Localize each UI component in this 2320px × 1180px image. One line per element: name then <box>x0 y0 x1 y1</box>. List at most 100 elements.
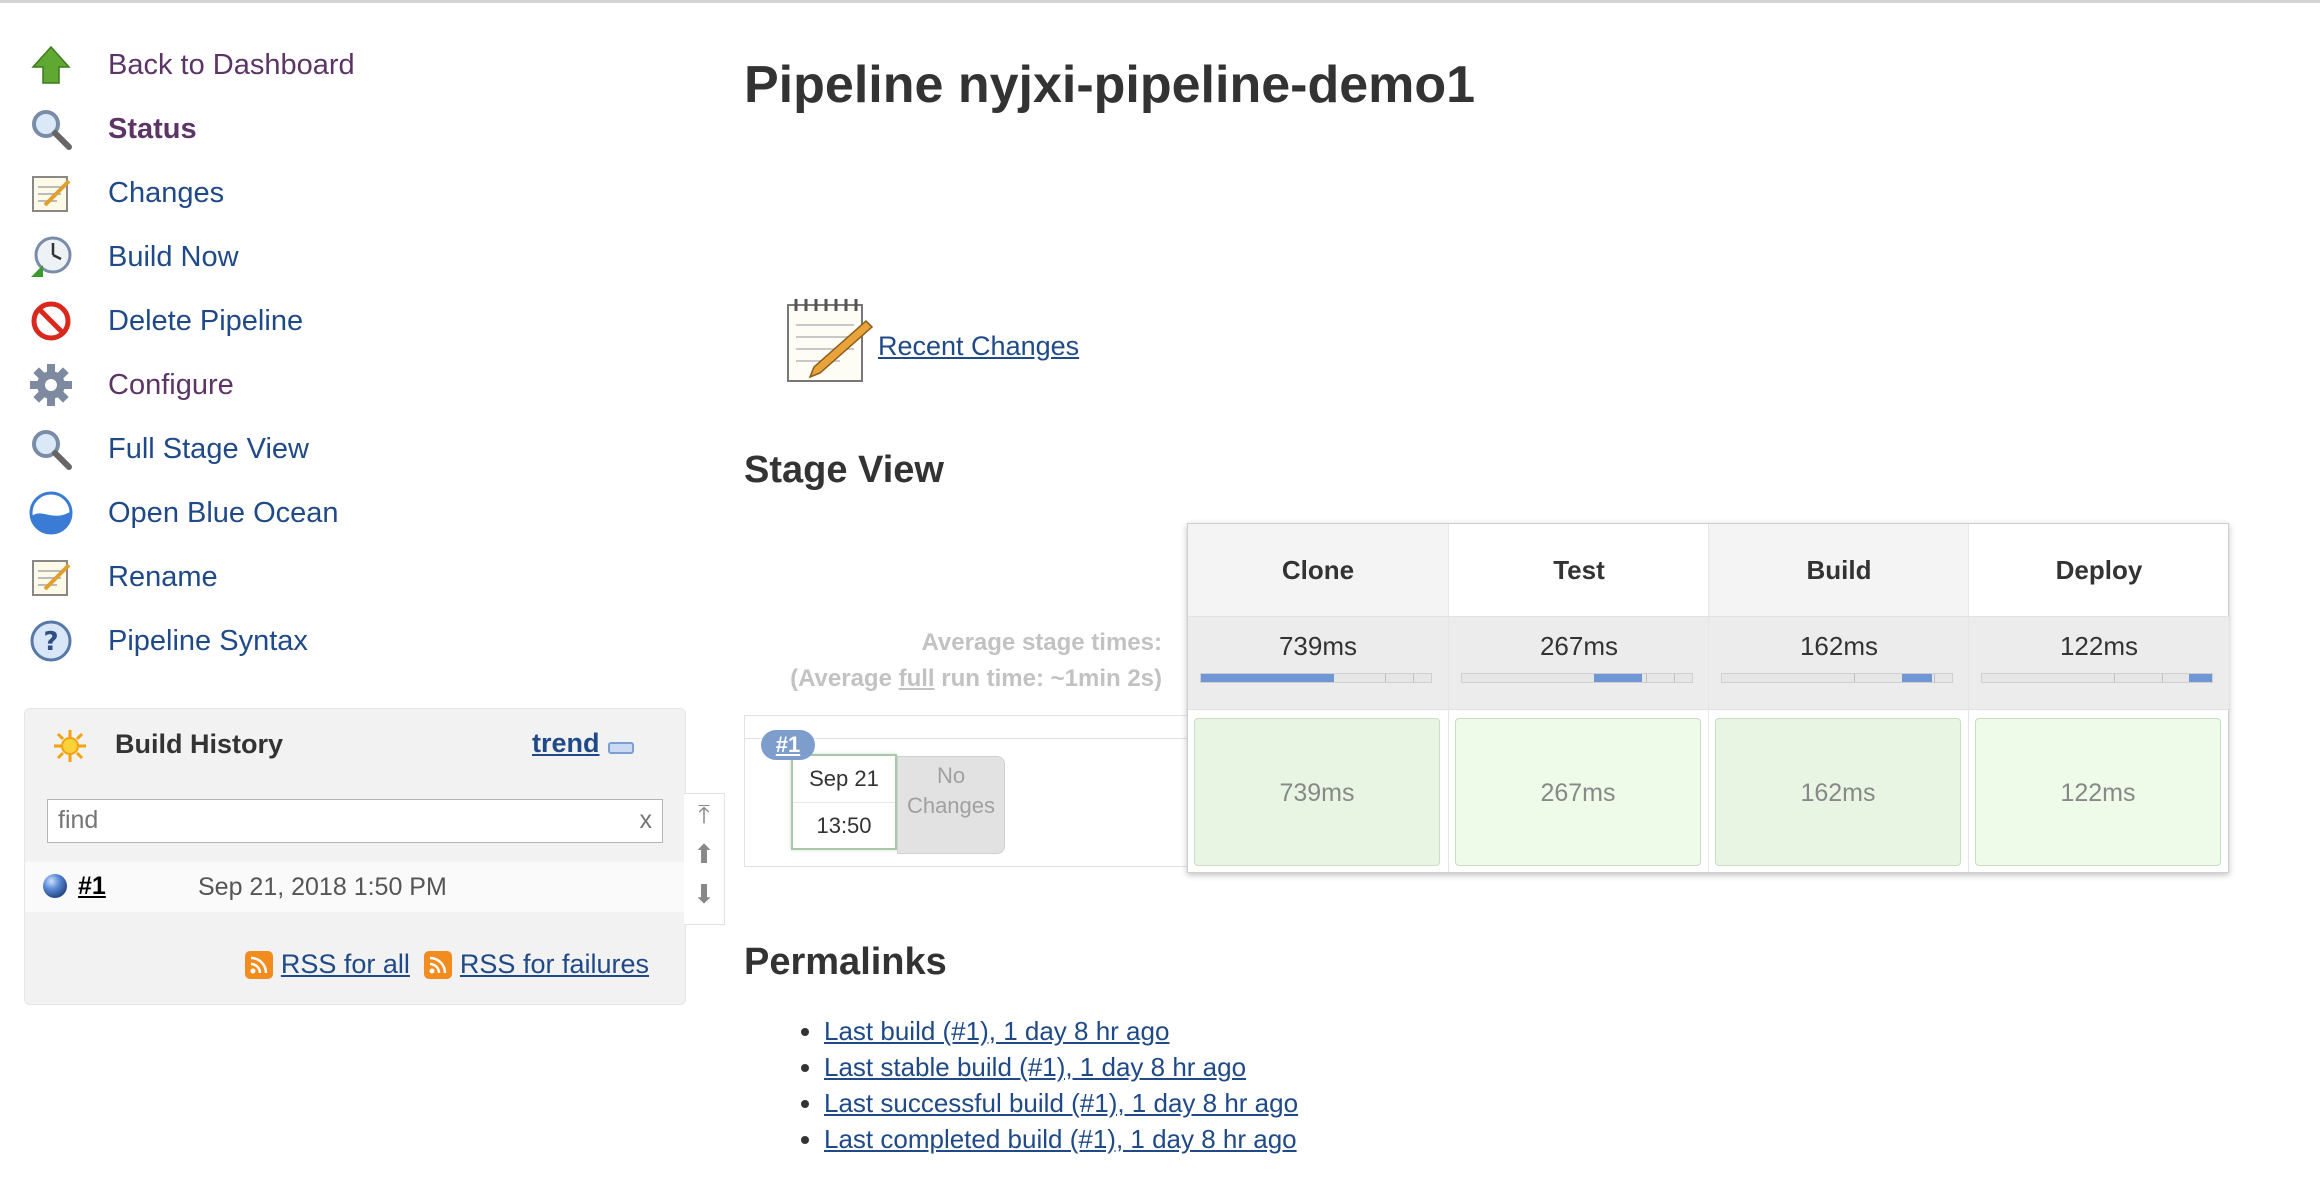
recent-changes: Recent Changes <box>780 291 1079 392</box>
stage-avg-time: 739ms <box>1278 631 1358 661</box>
stage-avg-time: 162ms <box>1799 631 1879 661</box>
sidebar-item-rename[interactable]: Rename <box>24 545 684 609</box>
notepad-icon[interactable] <box>780 291 876 392</box>
clock-icon <box>24 230 78 284</box>
trend-link[interactable]: trend <box>532 728 600 758</box>
sidebar-item-label: Full Stage View <box>108 432 309 465</box>
no-entry-icon <box>24 294 78 348</box>
stage-avg-time: 122ms <box>2059 631 2139 661</box>
sidebar-item-pipeline-syntax[interactable]: ? Pipeline Syntax <box>24 609 684 673</box>
avg-full-run-time: (Average full run time: ~1min 2s) <box>790 665 1162 692</box>
run-date: Sep 21 <box>793 756 895 803</box>
build-history-header: Build History trend <box>25 709 685 779</box>
sun-icon <box>53 729 87 768</box>
collapse-icon[interactable] <box>608 742 634 754</box>
stage-column-test: Test 267ms 267ms <box>1448 524 1709 872</box>
build-status-ball-icon <box>43 874 67 898</box>
help-icon: ? <box>24 614 78 668</box>
permalinks-heading: Permalinks <box>744 941 947 983</box>
stage-column-clone: Clone 739ms 739ms <box>1188 524 1448 872</box>
stage-avg: 122ms <box>1969 617 2229 710</box>
blue-ocean-icon <box>24 486 78 540</box>
notepad-icon <box>24 166 78 220</box>
stage-avg-bar <box>1461 673 1693 683</box>
stage-column-deploy: Deploy 122ms 122ms <box>1968 524 2229 872</box>
permalink-item: Last stable build (#1), 1 day 8 hr ago <box>824 1049 1298 1085</box>
stage-header: Clone <box>1188 524 1448 617</box>
page-top-icon[interactable]: ⤒ <box>698 799 710 829</box>
stage-avg-bar <box>1721 673 1953 683</box>
sidebar-item-back-to-dashboard[interactable]: Back to Dashboard <box>24 33 684 97</box>
rss-links: RSS for all RSS for failures <box>244 949 655 980</box>
stage-avg: 739ms <box>1188 617 1448 710</box>
run-badge[interactable]: #1 <box>761 730 815 760</box>
magnifier-icon <box>24 422 78 476</box>
permalink-last-successful-build[interactable]: Last successful build (#1), 1 day 8 hr a… <box>824 1088 1299 1118</box>
stage-view-heading: Stage View <box>744 449 944 491</box>
sidebar-item-full-stage-view[interactable]: Full Stage View <box>24 417 684 481</box>
permalink-last-build[interactable]: Last build (#1), 1 day 8 hr ago <box>824 1016 1170 1046</box>
build-search-field: x <box>47 799 663 843</box>
sidebar-item-label: Status <box>108 112 197 145</box>
stage-avg-bar <box>1200 673 1432 683</box>
stage-cell[interactable]: 267ms <box>1455 718 1701 866</box>
build-date[interactable]: Sep 21, 2018 1:50 PM <box>198 873 447 901</box>
page-down-icon[interactable]: ⬇ <box>693 879 715 909</box>
sidebar-item-status[interactable]: Status <box>24 97 684 161</box>
run-time: 13:50 <box>816 813 872 838</box>
build-search-input[interactable] <box>48 800 628 840</box>
sidebar-item-changes[interactable]: Changes <box>24 161 684 225</box>
sidebar-item-configure[interactable]: Configure <box>24 353 684 417</box>
stage-view-table: Clone 739ms 739ms Test 267ms 267ms Build… <box>1187 523 2229 873</box>
sidebar-item-open-blue-ocean[interactable]: Open Blue Ocean <box>24 481 684 545</box>
permalink-item: Last build (#1), 1 day 8 hr ago <box>824 1013 1298 1049</box>
average-stage-times: Average stage times: (Average full run t… <box>744 625 1162 697</box>
sidebar-item-label: Delete Pipeline <box>108 304 304 337</box>
stage-cell[interactable]: 122ms <box>1975 718 2221 866</box>
magnifier-icon <box>24 102 78 156</box>
sidebar-item-label: Changes <box>108 176 225 209</box>
stage-header: Build <box>1709 524 1969 617</box>
sidebar-item-label: Back to Dashboard <box>108 48 355 81</box>
stage-cell[interactable]: 162ms <box>1715 718 1961 866</box>
permalink-last-completed-build[interactable]: Last completed build (#1), 1 day 8 hr ag… <box>824 1124 1297 1154</box>
stage-cell[interactable]: 739ms <box>1194 718 1440 866</box>
build-history-row: #1 Sep 21, 2018 1:50 PM <box>25 862 685 912</box>
stage-run-row: Sep 21 13:50 No Changes #1 <box>744 715 1189 867</box>
clear-search-button[interactable]: x <box>639 806 653 834</box>
avg-stage-times-label: Average stage times: <box>921 629 1162 656</box>
permalink-last-stable-build[interactable]: Last stable build (#1), 1 day 8 hr ago <box>824 1052 1247 1082</box>
stage-column-build: Build 162ms 162ms <box>1708 524 1969 872</box>
build-history-widget: Build History trend x #1 Sep 21, 2018 1:… <box>24 708 686 1005</box>
stage-avg: 162ms <box>1709 617 1969 710</box>
build-history-title: Build History <box>115 729 284 759</box>
sidebar-item-label: Build Now <box>108 240 239 273</box>
rss-all-link[interactable]: RSS for all <box>280 949 410 979</box>
stage-avg-bar <box>1981 673 2213 683</box>
notepad-icon <box>24 550 78 604</box>
rss-icon[interactable] <box>244 950 273 979</box>
svg-text:?: ? <box>43 627 58 657</box>
sidebar-item-build-now[interactable]: Build Now <box>24 225 684 289</box>
permalink-item: Last successful build (#1), 1 day 8 hr a… <box>824 1085 1298 1121</box>
permalinks-list: Last build (#1), 1 day 8 hr ago Last sta… <box>744 1013 1298 1157</box>
sidebar: Back to Dashboard Status Changes Build N… <box>24 33 684 673</box>
run-date-box: Sep 21 13:50 <box>791 754 897 850</box>
sidebar-item-label: Configure <box>108 368 234 401</box>
stage-header: Test <box>1449 524 1709 617</box>
sidebar-item-label: Pipeline Syntax <box>108 624 308 657</box>
sidebar-item-label: Open Blue Ocean <box>108 496 339 529</box>
build-number-link[interactable]: #1 <box>78 872 106 900</box>
stage-avg-time: 267ms <box>1539 631 1619 661</box>
gear-icon <box>24 358 78 412</box>
rss-failures-link[interactable]: RSS for failures <box>459 949 649 979</box>
up-arrow-icon <box>24 38 78 92</box>
sidebar-item-label: Rename <box>108 560 218 593</box>
recent-changes-link[interactable]: Recent Changes <box>878 331 1080 361</box>
permalink-item: Last completed build (#1), 1 day 8 hr ag… <box>824 1121 1298 1157</box>
page-up-icon[interactable]: ⬆ <box>693 839 715 869</box>
sidebar-item-delete-pipeline[interactable]: Delete Pipeline <box>24 289 684 353</box>
stage-header: Deploy <box>1969 524 2229 617</box>
run-changes[interactable]: No Changes <box>897 756 1005 854</box>
rss-icon[interactable] <box>423 950 452 979</box>
